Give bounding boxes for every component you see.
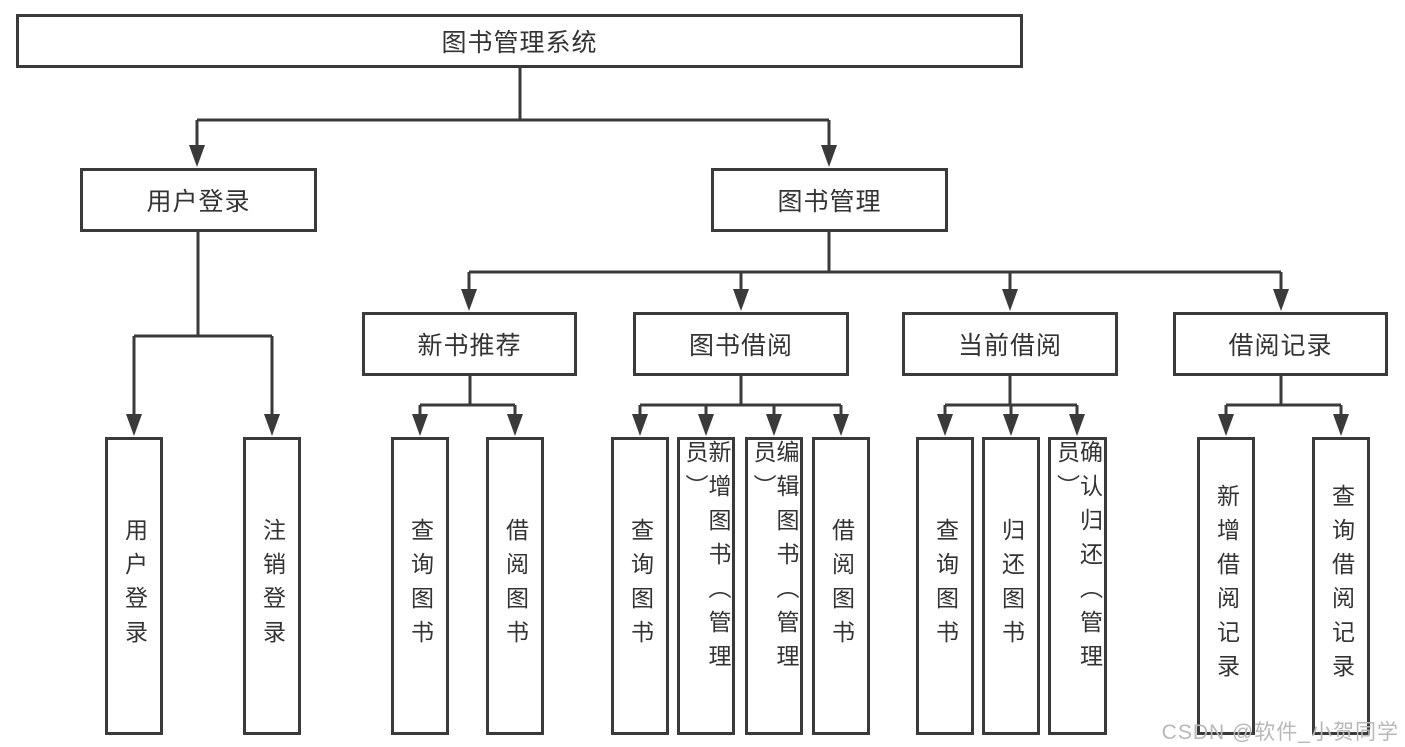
leaf-edit-books-admin: 编辑图书（管理员） [745, 437, 803, 735]
leaf-borrowing-query-books: 查询图书 [611, 437, 669, 735]
node-book-management: 图书管理 [711, 168, 948, 232]
leaf-confirm-return-admin: 确认归还（管理员） [1048, 437, 1107, 735]
leaf-return-books: 归还图书 [982, 437, 1040, 735]
leaf-borrowing-borrow-books: 借阅图书 [812, 437, 870, 735]
csdn-watermark: CSDN @软件_小贺同学 [1161, 721, 1399, 744]
node-user-login: 用户登录 [80, 168, 317, 232]
leaf-current-query-books: 查询图书 [916, 437, 974, 735]
node-root-system: 图书管理系统 [16, 14, 1023, 68]
leaf-user-login: 用户登录 [105, 437, 163, 735]
leaf-recommend-query-books: 查询图书 [391, 437, 449, 735]
connector-strokes [132, 68, 1343, 419]
leaf-recommend-borrow-books: 借阅图书 [486, 437, 544, 735]
leaf-logout: 注销登录 [243, 437, 301, 735]
node-new-book-recommend: 新书推荐 [362, 312, 577, 376]
arrowheads [126, 145, 1349, 436]
node-borrow-records: 借阅记录 [1173, 312, 1388, 376]
node-book-borrowing: 图书借阅 [633, 312, 849, 376]
node-current-borrowing: 当前借阅 [902, 312, 1118, 376]
leaf-query-borrow-record: 查询借阅记录 [1312, 437, 1370, 735]
leaf-add-borrow-record: 新增借阅记录 [1197, 437, 1255, 735]
leaf-add-books-admin: 新增图书（管理员） [677, 437, 735, 735]
